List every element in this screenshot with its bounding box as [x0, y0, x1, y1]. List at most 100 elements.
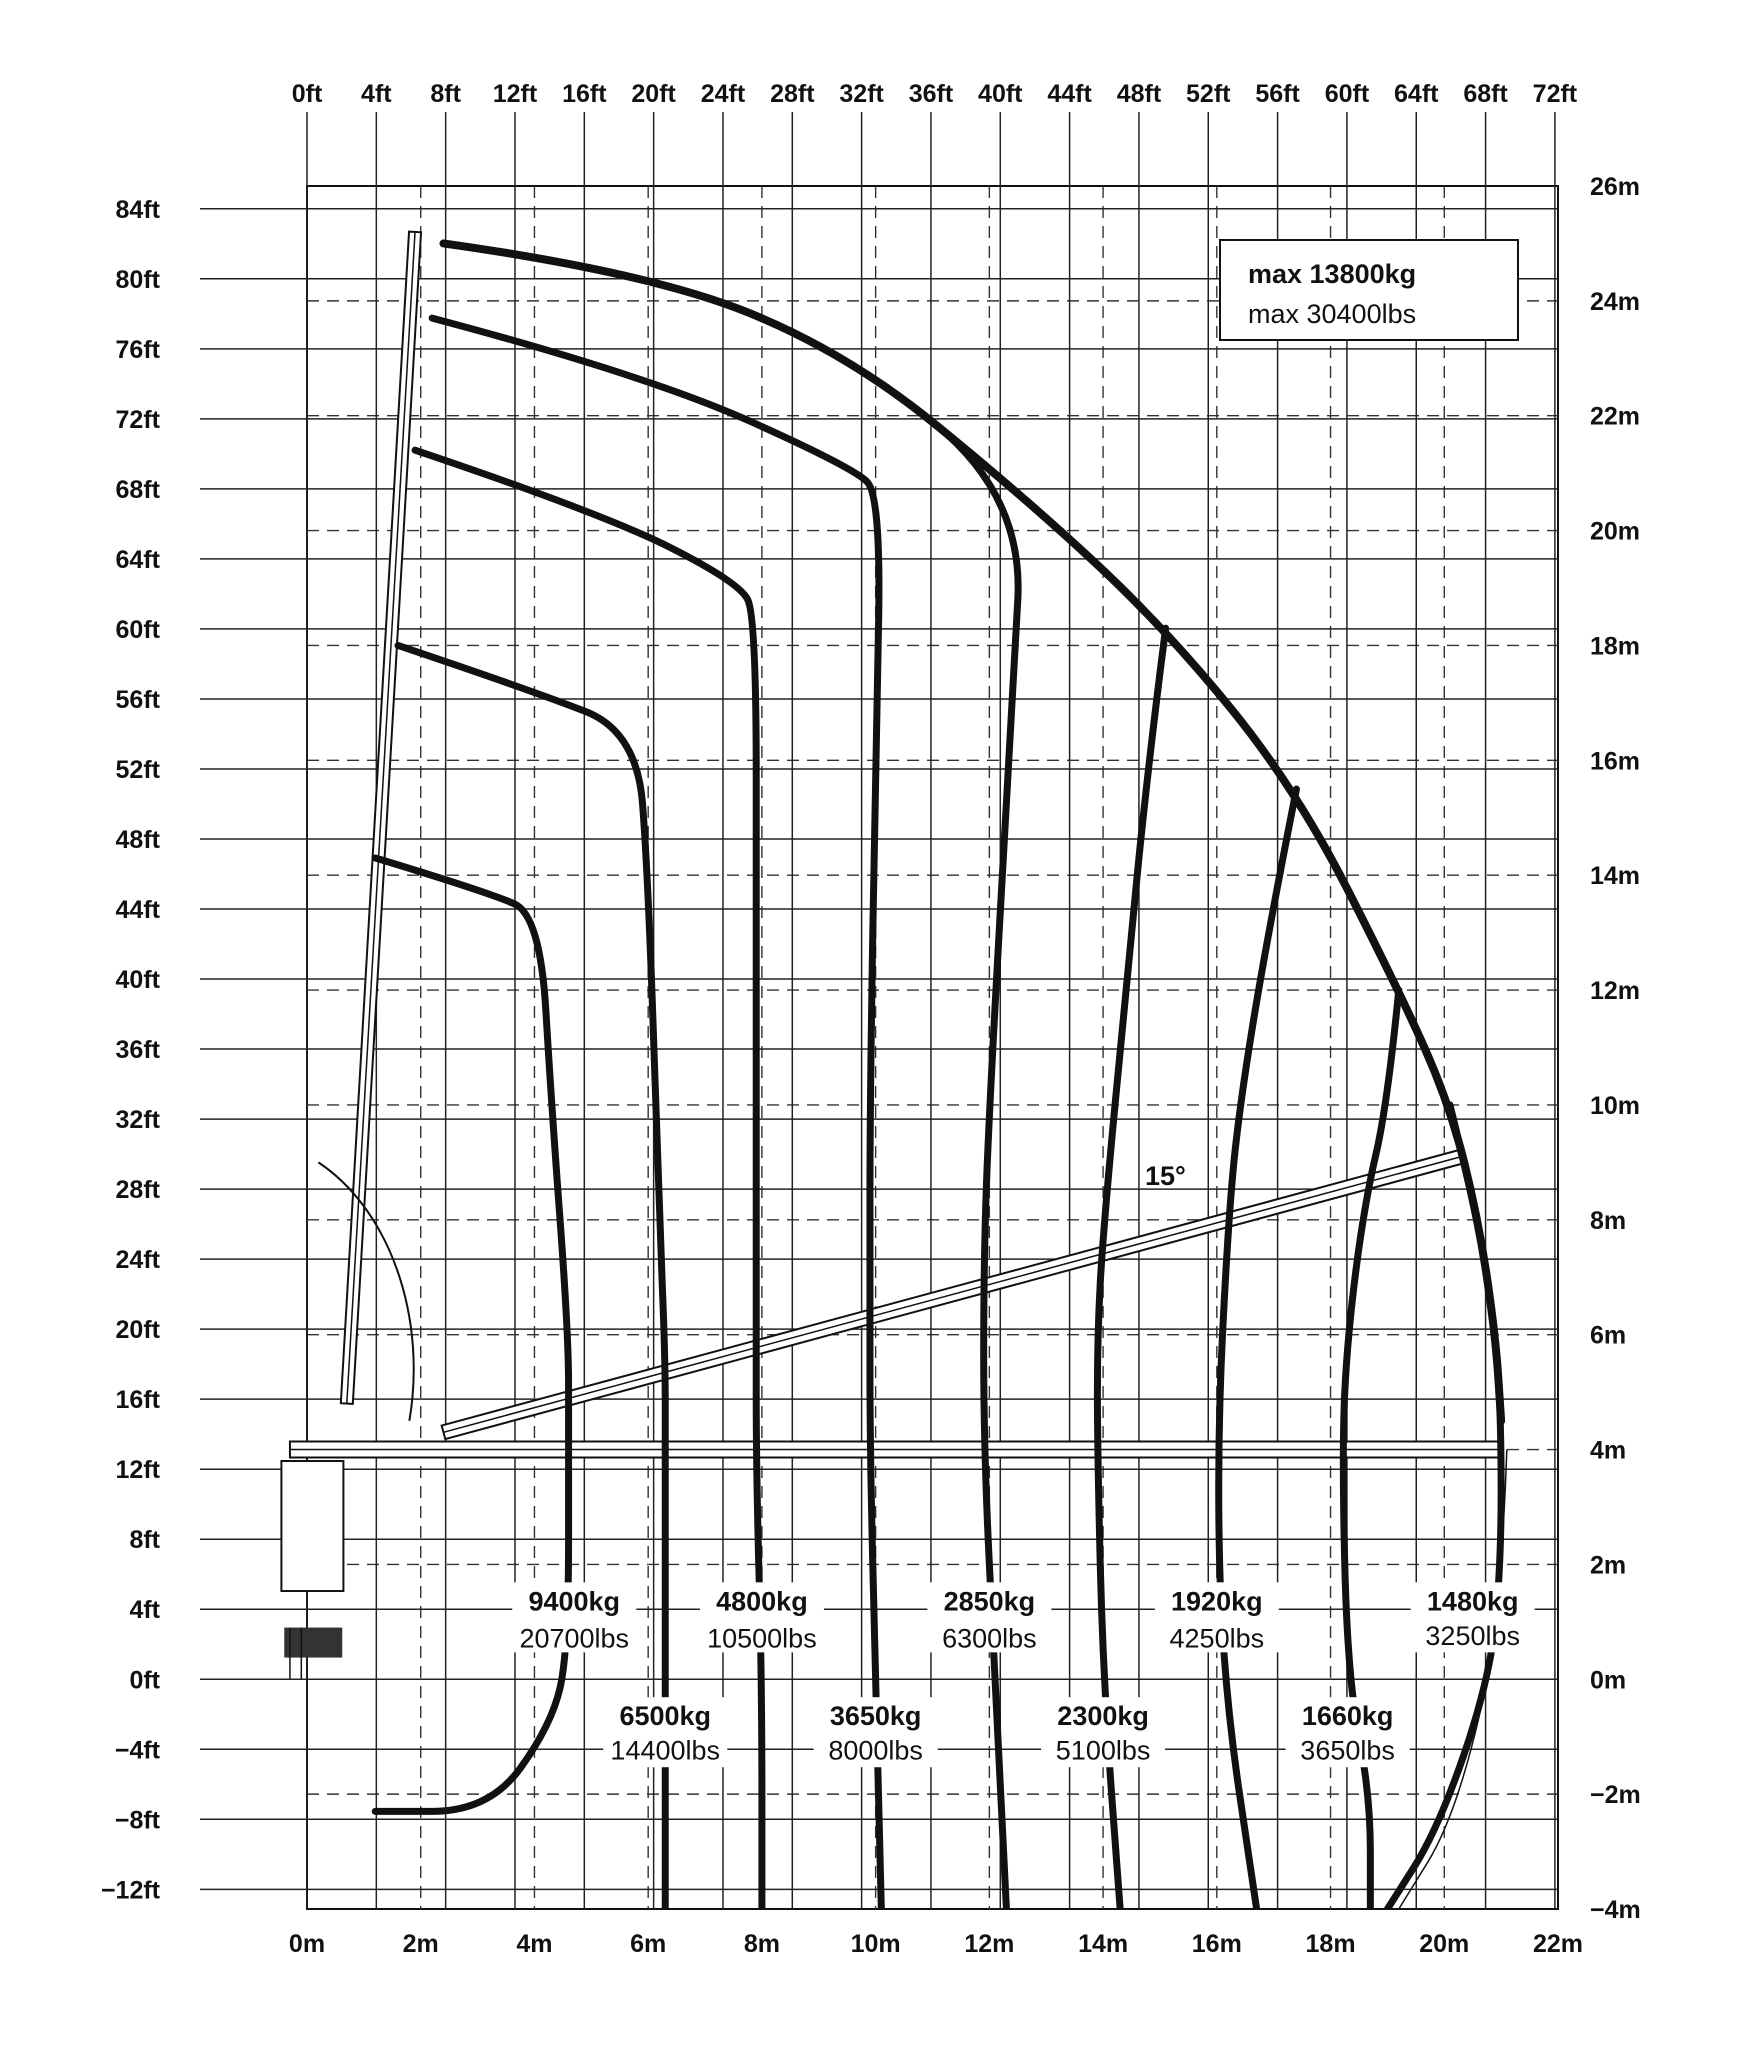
left-axis-tick-label: 64ft [116, 546, 161, 574]
right-axis-tick-label: 0m [1590, 1666, 1626, 1694]
left-axis-tick-label: 24ft [116, 1246, 161, 1274]
left-axis-tick-label: −8ft [115, 1806, 161, 1834]
right-axis-tick-label: 14m [1590, 862, 1640, 890]
max-kg-label: max 13800kg [1248, 259, 1416, 289]
right-axis-tick-label: 4m [1590, 1437, 1626, 1465]
left-axis-tick-label: 68ft [116, 476, 161, 504]
bottom-axis-tick-label: 20m [1419, 1930, 1469, 1958]
bottom-axis-tick-label: 22m [1533, 1930, 1583, 1958]
left-axis-tick-label: 16ft [116, 1386, 161, 1414]
load-curve-6500kg [394, 641, 669, 1909]
top-axis-tick-label: 40ft [978, 80, 1023, 108]
angled-boom-center [443, 1155, 1462, 1434]
load-label-background [813, 1697, 938, 1768]
bottom-axis-tick-label: 0m [289, 1930, 325, 1958]
top-axis-tick-label: 36ft [909, 80, 954, 108]
top-axis-tick-label: 60ft [1325, 80, 1370, 108]
outer-arc-inner-line [1398, 1449, 1508, 1909]
left-axis-tick-label: −12ft [101, 1876, 161, 1904]
left-axis-tick-label: 8ft [129, 1526, 160, 1554]
left-axis-tick-label: 40ft [116, 966, 161, 994]
load-label-background [699, 1582, 824, 1653]
right-axis-tick-label: 26m [1590, 173, 1640, 201]
load-label-background [927, 1582, 1052, 1653]
bottom-axis-tick-label: 14m [1078, 1930, 1128, 1958]
load-label-background [603, 1697, 728, 1768]
load-curve-3650kg [428, 314, 885, 1909]
top-axis-tick-label: 24ft [701, 80, 746, 108]
left-axis-tick-label: 48ft [116, 826, 161, 854]
load-kg-label: 3650kg [830, 1701, 922, 1731]
load-labels: 9400kg 20700lbs 6500kg 14400lbs 4800kg 10500l… [512, 1582, 1535, 1768]
load-kg-label: 6500kg [619, 1701, 711, 1731]
left-axis-tick-label: 36ft [116, 1036, 161, 1064]
top-axis-tick-label: 68ft [1463, 80, 1508, 108]
crane-column [280, 1460, 345, 1593]
left-axis-tick-label: 84ft [116, 196, 161, 224]
left-axis-tick-label: 52ft [116, 756, 161, 784]
load-label-background [1285, 1697, 1410, 1768]
top-axis-tick-label: 56ft [1255, 80, 1300, 108]
bottom-axis-tick-label: 4m [516, 1930, 552, 1958]
load-lbs-label: 3650lbs [1300, 1736, 1395, 1766]
top-axis-tick-label: 64ft [1394, 80, 1439, 108]
left-axis-tick-label: 28ft [116, 1176, 161, 1204]
max-load-box: max 13800kg max 30400lbs [1219, 239, 1519, 341]
top-axis-tick-label: 48ft [1117, 80, 1162, 108]
load-label-background [512, 1582, 637, 1653]
bottom-axis-tick-label: 16m [1192, 1930, 1242, 1958]
load-lbs-label: 10500lbs [707, 1624, 817, 1654]
left-axis-tick-label: 12ft [116, 1456, 161, 1484]
load-kg-label: 4800kg [716, 1586, 808, 1616]
load-curves [371, 239, 1508, 1909]
load-lbs-label: 20700lbs [519, 1624, 629, 1654]
right-axis-tick-label: 22m [1590, 403, 1640, 431]
load-lbs-label: 6300lbs [942, 1624, 1037, 1654]
raised-boom-center [346, 231, 416, 1404]
left-axis-tick-label: 76ft [116, 336, 161, 364]
right-axis-tick-label: 20m [1590, 518, 1640, 546]
load-lbs-label: 5100lbs [1056, 1736, 1151, 1766]
load-lbs-label: 3250lbs [1425, 1621, 1520, 1651]
slew-arc [317, 1161, 415, 1421]
top-axis-tick-label: 12ft [493, 80, 538, 108]
left-axis-tick-label: 56ft [116, 686, 161, 714]
load-label-background [1041, 1697, 1166, 1768]
max-lbs-label: max 30400lbs [1248, 299, 1416, 329]
top-axis-tick-label: 28ft [770, 80, 815, 108]
top-axis-tick-label: 0ft [292, 80, 323, 108]
load-kg-label: 2850kg [944, 1586, 1036, 1616]
crane-base [284, 1627, 343, 1658]
load-lbs-label: 14400lbs [610, 1736, 720, 1766]
bottom-axis-tick-label: 6m [630, 1930, 666, 1958]
load-curve-1920kg [1215, 785, 1300, 1909]
reach-envelope [439, 239, 1506, 1425]
load-label-background [1154, 1582, 1279, 1653]
load-kg-label: 1480kg [1427, 1586, 1519, 1616]
right-axis-tick-label: 18m [1590, 632, 1640, 660]
bottom-axis-tick-label: 12m [964, 1930, 1014, 1958]
load-curve-4800kg [411, 446, 766, 1909]
load-kg-label: 1660kg [1302, 1701, 1394, 1731]
load-kg-label: 1920kg [1171, 1586, 1263, 1616]
left-axis-tick-label: 4ft [129, 1596, 160, 1624]
bottom-axis-tick-label: 8m [744, 1930, 780, 1958]
right-axis-tick-label: 24m [1590, 288, 1640, 316]
left-axis-tick-label: 72ft [116, 406, 161, 434]
load-kg-label: 2300kg [1057, 1701, 1149, 1731]
right-axis-tick-label: 16m [1590, 747, 1640, 775]
left-axis-tick-label: 0ft [129, 1666, 160, 1694]
bottom-axis-tick-label: 2m [403, 1930, 439, 1958]
left-axis-tick-label: 80ft [116, 266, 161, 294]
right-axis-tick-label: −2m [1590, 1781, 1641, 1809]
right-axis-tick-label: −4m [1590, 1896, 1641, 1924]
load-kg-label: 9400kg [528, 1586, 620, 1616]
load-lbs-label: 4250lbs [1170, 1624, 1265, 1654]
left-axis-tick-label: −4ft [115, 1736, 161, 1764]
top-axis-tick-label: 44ft [1047, 80, 1092, 108]
left-axis-tick-label: 44ft [116, 896, 161, 924]
right-axis-tick-label: 12m [1590, 977, 1640, 1005]
bottom-axis-tick-label: 10m [851, 1930, 901, 1958]
right-axis-tick-label: 6m [1590, 1322, 1626, 1350]
